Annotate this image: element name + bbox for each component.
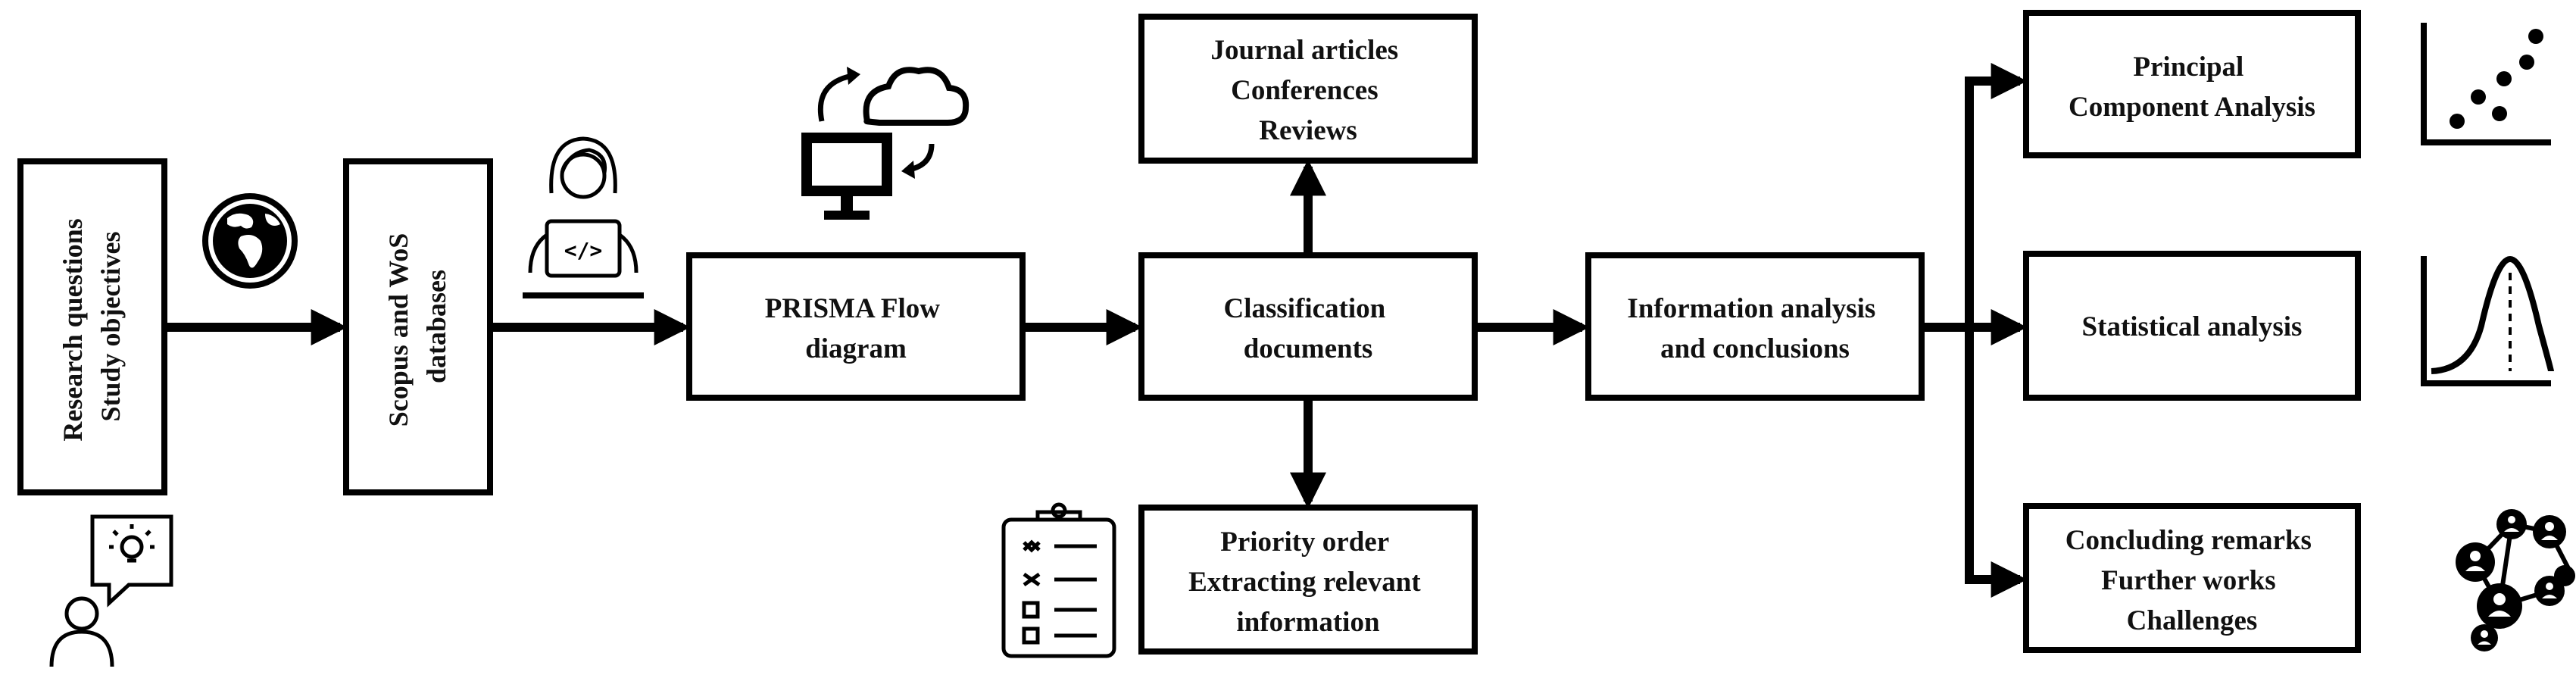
classification-line2: documents — [1244, 333, 1373, 364]
prisma-line1: PRISMA Flow — [765, 293, 941, 324]
arrows — [164, 63, 2028, 598]
svg-text:Journal articles Confere: Journal articles Conferences Reviews — [1211, 35, 1406, 146]
box-journal-articles: Journal articles Conferences Reviews — [1138, 14, 1478, 164]
databases-line2: databases — [421, 270, 451, 383]
priority-line2: Extracting relevant — [1188, 567, 1421, 598]
databases-line1: Scopus and WoS — [383, 233, 414, 426]
statistical-line1: Statistical analysis — [2082, 311, 2303, 342]
concluding-line1: Concluding remarks — [2065, 525, 2312, 556]
svg-text:Principal Component Anal: Principal Component Analysis — [2069, 52, 2315, 123]
box-pca: Principal Component Analysis — [2023, 10, 2361, 158]
box-databases: Scopus and WoS databases — [343, 158, 493, 495]
bell-curve-icon — [2421, 255, 2554, 386]
scatter-plot-icon — [2421, 23, 2551, 145]
network-people-icon — [2456, 509, 2575, 651]
priority-line3: information — [1236, 607, 1380, 638]
svg-text:Information analysis and: Information analysis and conclusions — [1627, 293, 1882, 364]
svg-text:Concluding remarks Furth: Concluding remarks Further works Challen… — [2065, 525, 2318, 636]
svg-text:Priority order Extractin: Priority order Extracting relevant infor… — [1188, 526, 1428, 638]
box-information-analysis: Information analysis and conclusions — [1585, 252, 1925, 401]
svg-text:Statistical analysis: Statistical analysis — [2082, 311, 2303, 342]
svg-text:Scopus and WoS databases: Scopus and WoS databases — [383, 227, 451, 426]
box-research-questions: Research questions Study objectives — [17, 158, 167, 495]
box-concluding-remarks: Concluding remarks Further works Challen… — [2023, 503, 2361, 653]
information-line1: Information analysis — [1627, 293, 1875, 324]
svg-text:Research questions Study: Research questions Study objectives — [58, 211, 126, 441]
box-priority-order: Priority order Extracting relevant infor… — [1138, 505, 1478, 655]
cloud-sync-computer-icon — [801, 67, 970, 220]
prisma-line2: diagram — [805, 333, 907, 364]
journal-line2: Conferences — [1231, 75, 1379, 106]
research-line1: Research questions — [58, 218, 88, 441]
svg-text:Classification documents: Classification documents — [1223, 293, 1392, 364]
box-prisma: PRISMA Flow diagram — [686, 252, 1026, 401]
pca-line1: Principal — [2133, 52, 2243, 83]
concluding-line2: Further works — [2101, 565, 2276, 596]
journal-line1: Journal articles — [1211, 35, 1399, 66]
box-classification: Classification documents — [1138, 252, 1478, 401]
box-statistical-analysis: Statistical analysis — [2023, 251, 2361, 401]
concluding-line3: Challenges — [2127, 605, 2258, 636]
checklist-clipboard-icon — [1001, 502, 1116, 658]
globe-icon — [202, 193, 298, 289]
svg-text:</>: </> — [564, 238, 603, 263]
classification-line1: Classification — [1223, 293, 1385, 324]
journal-line3: Reviews — [1259, 115, 1357, 146]
programmer-laptop-icon: </> — [523, 136, 644, 298]
information-line2: and conclusions — [1660, 333, 1850, 364]
svg-text:PRISMA Flow diagram: PRISMA Flow diagram — [765, 293, 948, 364]
research-line2: Study objectives — [95, 232, 126, 422]
person-idea-icon — [49, 514, 173, 667]
pca-line2: Component Analysis — [2069, 92, 2315, 123]
priority-line1: Priority order — [1220, 526, 1388, 558]
